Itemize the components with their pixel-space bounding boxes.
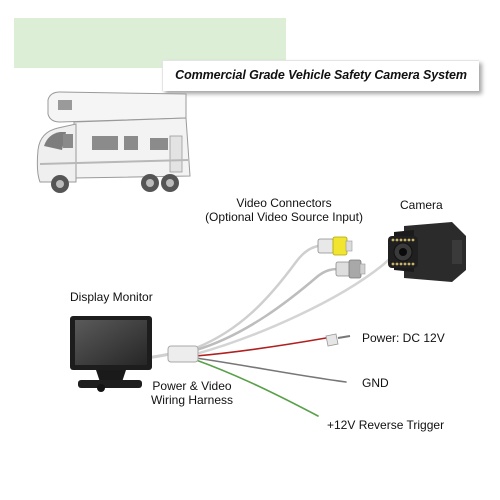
harness-junction <box>167 345 199 363</box>
gnd-label: GND <box>362 376 389 390</box>
diagram-title: Commercial Grade Vehicle Safety Camera S… <box>175 68 467 82</box>
gray-rca-connector <box>335 259 366 279</box>
power-label: Power: DC 12V <box>362 331 445 345</box>
display-monitor-icon <box>70 316 152 392</box>
camera-label: Camera <box>400 198 443 212</box>
harness-label: Power & Video Wiring Harness <box>136 379 248 407</box>
banner-background <box>14 18 286 68</box>
title-box: Commercial Grade Vehicle Safety Camera S… <box>162 60 479 91</box>
harness-line2: Wiring Harness <box>150 393 234 407</box>
video-connectors-line1: Video Connectors <box>236 196 332 210</box>
camera-icon <box>388 222 466 282</box>
motorhome-illustration <box>36 91 191 193</box>
video-connectors-line2: (Optional Video Source Input) <box>205 210 363 224</box>
harness-line1: Power & Video <box>152 379 232 393</box>
yellow-rca-connector <box>317 236 353 256</box>
power-connector <box>325 333 351 347</box>
video-connectors-label: Video Connectors (Optional Video Source … <box>196 196 372 224</box>
display-monitor-label: Display Monitor <box>70 290 153 304</box>
reverse-trigger-label: +12V Reverse Trigger <box>327 418 445 432</box>
